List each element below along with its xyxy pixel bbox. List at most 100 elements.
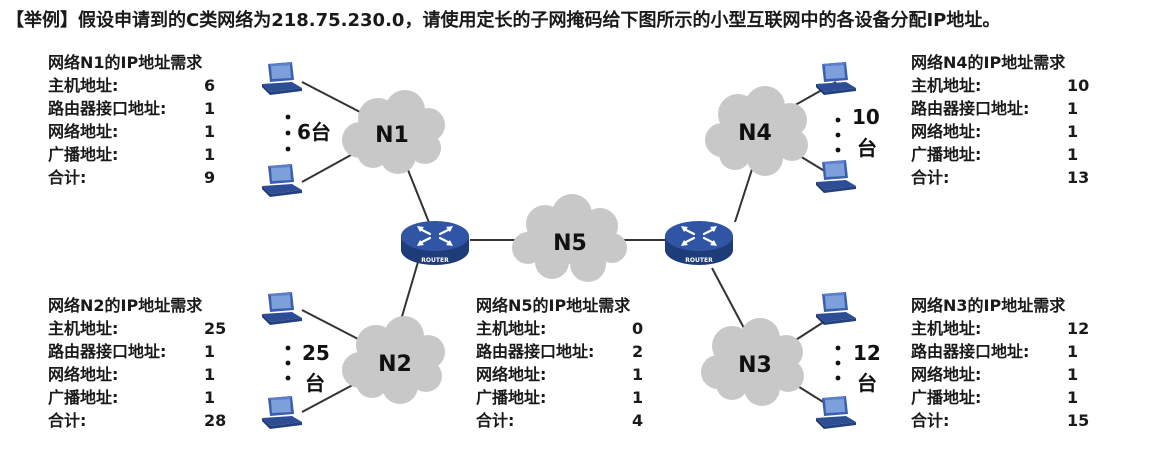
- host-count-n3-unit: 台: [857, 371, 877, 395]
- requirement-row: 网络地址: 1: [911, 120, 1111, 143]
- row-value: 12: [1067, 319, 1090, 338]
- row-value: 4: [632, 411, 644, 430]
- requirement-row: 广播地址: 1: [48, 386, 248, 409]
- row-value: 1: [1067, 342, 1079, 361]
- row-value: 1: [204, 99, 216, 118]
- router-label-right: ROUTER: [685, 257, 713, 264]
- row-value: 1: [1067, 122, 1079, 141]
- host-count-n1: 6台: [297, 120, 331, 144]
- row-label: 合计:: [911, 168, 950, 187]
- page-title: 【举例】假设申请到的C类网络为218.75.230.0，请使用定长的子网掩码给下…: [6, 10, 1001, 31]
- host-count-n2-unit: 台: [305, 371, 325, 395]
- row-value: 1: [1067, 388, 1079, 407]
- row-label: 广播地址:: [476, 388, 547, 407]
- panel-heading: 网络N5的IP地址需求: [476, 296, 631, 315]
- row-value: 1: [632, 388, 644, 407]
- cloud-label-n5: N5: [553, 231, 587, 256]
- host-count-n3-number: 12: [853, 341, 881, 365]
- row-label: 广播地址:: [911, 388, 982, 407]
- cloud-label-n1: N1: [375, 123, 409, 148]
- host-count-n2-number: 25: [302, 341, 330, 365]
- cloud-n1: N1: [342, 90, 445, 174]
- row-value: 1: [632, 365, 644, 384]
- row-value: 1: [1067, 145, 1079, 164]
- row-value: 0: [632, 319, 644, 338]
- row-value: 1: [204, 365, 216, 384]
- row-value: 1: [204, 388, 216, 407]
- cloud-label-n3: N3: [738, 353, 772, 378]
- requirement-row: 主机地址:0: [476, 317, 676, 340]
- row-value: 1: [204, 342, 216, 361]
- row-label: 路由器接口地址:: [911, 99, 1030, 118]
- requirement-row: 网络地址: 1: [476, 363, 676, 386]
- panel-heading: 网络N2的IP地址需求: [48, 296, 203, 315]
- requirements-panel-n3: 网络N3的IP地址需求 主机地址:12 路由器接口地址: 1 网络地址: 1 广播地…: [911, 294, 1111, 432]
- cloud-n4: N4: [705, 86, 808, 176]
- row-label: 合计:: [48, 411, 87, 430]
- requirement-row: 合计: 4: [476, 409, 676, 432]
- row-value: 25: [204, 319, 227, 338]
- row-label: 主机地址:: [911, 76, 982, 95]
- requirement-row: 广播地址: 1: [911, 143, 1111, 166]
- requirement-row: 网络地址: 1: [911, 363, 1111, 386]
- row-label: 网络地址:: [911, 122, 982, 141]
- pc-icon-n1-top: [262, 62, 302, 95]
- row-label: 广播地址:: [48, 145, 119, 164]
- row-value: 28: [204, 411, 227, 430]
- requirements-panel-n1: 网络N1的IP地址需求 主机地址:6 路由器接口地址:1 网络地址:1 广播地址…: [48, 51, 238, 189]
- row-label: 广播地址:: [48, 388, 119, 407]
- row-value: 1: [1067, 365, 1079, 384]
- pc-icon-n4-top: [816, 62, 856, 95]
- row-label: 合计:: [476, 411, 515, 430]
- cloud-n2: N2: [342, 316, 445, 404]
- row-value: 10: [1067, 76, 1090, 95]
- requirement-row: 合计: 13: [911, 166, 1111, 189]
- requirement-row: 路由器接口地址: 1: [48, 340, 248, 363]
- row-label: 路由器接口地址:: [48, 99, 167, 118]
- row-value: 1: [1067, 99, 1079, 118]
- row-value: 6: [204, 76, 216, 95]
- pc-icon-n2-top: [262, 292, 302, 325]
- cloud-n5: N5: [512, 194, 627, 282]
- panel-heading: 网络N1的IP地址需求: [48, 53, 203, 72]
- row-label: 网络地址:: [476, 365, 547, 384]
- requirement-row: 合计:15: [911, 409, 1111, 432]
- requirement-row: 主机地址:12: [911, 317, 1111, 340]
- row-label: 网络地址:: [911, 365, 982, 384]
- requirements-panel-n5: 网络N5的IP地址需求 主机地址:0 路由器接口地址: 2 网络地址: 1 广播地址…: [476, 294, 676, 432]
- requirement-row: 路由器接口地址: 1: [48, 97, 238, 120]
- cloud-label-n2: N2: [378, 352, 412, 377]
- requirement-row: 主机地址: 10: [911, 74, 1111, 97]
- row-label: 主机地址:: [48, 76, 119, 95]
- row-value: 1: [204, 145, 216, 164]
- row-value: 9: [204, 168, 216, 187]
- row-label: 路由器接口地址:: [911, 342, 1030, 361]
- panel-heading: 网络N3的IP地址需求: [911, 296, 1066, 315]
- row-value: 13: [1067, 168, 1090, 187]
- row-value: 2: [632, 342, 644, 361]
- row-label: 网络地址:: [48, 122, 119, 141]
- cloud-n3: N3: [701, 318, 804, 406]
- ellipsis-dots: [285, 114, 841, 381]
- requirement-row: 合计: 28: [48, 409, 248, 432]
- pc-icon-n3-top: [816, 292, 856, 325]
- requirements-panel-n4: 网络N4的IP地址需求 主机地址: 10 路由器接口地址: 1 网络地址: 1 广播地…: [911, 51, 1111, 189]
- row-label: 合计:: [911, 411, 950, 430]
- router-icon-right: ROUTER: [665, 221, 733, 265]
- requirement-row: 广播地址: 1: [476, 386, 676, 409]
- row-label: 网络地址:: [48, 365, 119, 384]
- row-label: 广播地址:: [911, 145, 982, 164]
- router-label-left: ROUTER: [421, 257, 449, 264]
- requirement-row: 广播地址: 1: [48, 143, 238, 166]
- requirement-row: 网络地址:1: [48, 120, 238, 143]
- row-label: 主机地址:: [48, 319, 119, 338]
- requirement-row: 路由器接口地址: 1: [911, 97, 1111, 120]
- panel-heading: 网络N4的IP地址需求: [911, 53, 1066, 72]
- cloud-label-n4: N4: [738, 121, 772, 146]
- row-label: 合计:: [48, 168, 87, 187]
- pc-icon-n4-bottom: [816, 160, 856, 193]
- row-label: 路由器接口地址:: [476, 342, 595, 361]
- host-count-n4-unit: 台: [857, 136, 877, 160]
- row-label: 路由器接口地址:: [48, 342, 167, 361]
